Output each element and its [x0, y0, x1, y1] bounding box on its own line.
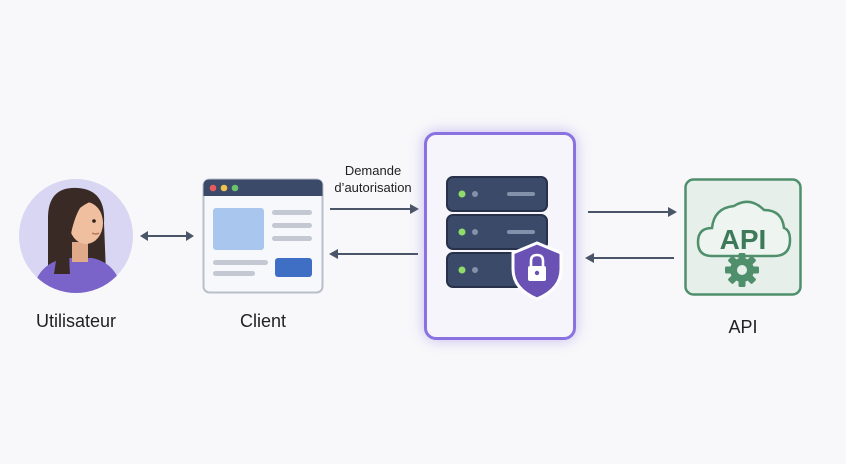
browser-window-icon — [202, 178, 324, 294]
client-node — [202, 178, 324, 294]
arrow-api-to-server — [585, 253, 674, 263]
api-label: API — [728, 317, 758, 337]
arrow-server-to-api — [588, 207, 677, 217]
server-stack-icon — [446, 176, 563, 301]
api-cloud-text: API — [720, 224, 767, 255]
arrow-user-client — [140, 231, 194, 241]
edge-label-authorization-request: Demande d’autorisation — [334, 163, 412, 195]
user-label: Utilisateur — [35, 311, 117, 331]
client-label: Client — [239, 311, 287, 331]
arrow-server-to-client — [329, 249, 418, 259]
arrow-client-to-server — [330, 204, 419, 214]
shield-lock-icon — [511, 241, 563, 301]
authorization-server-node — [424, 132, 576, 340]
user-node — [18, 178, 134, 296]
gear-icon — [725, 253, 759, 287]
api-node: API — [684, 178, 802, 296]
api-cloud-gear-icon: API — [684, 178, 802, 296]
user-avatar-icon — [19, 179, 133, 293]
